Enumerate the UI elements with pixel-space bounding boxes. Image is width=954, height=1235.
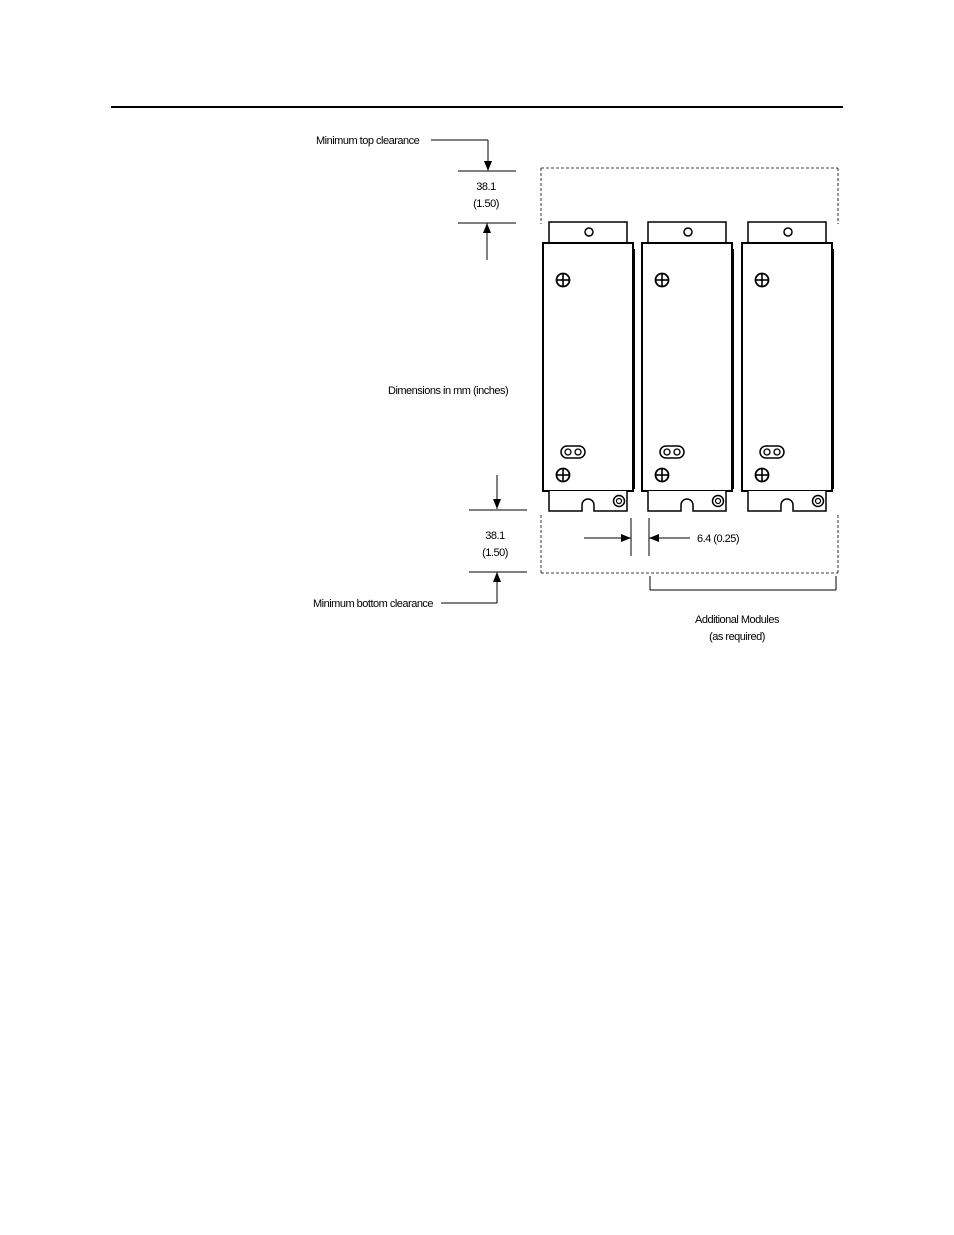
top-arrow-down-icon <box>484 161 492 171</box>
ground-screw-icon <box>813 496 824 507</box>
top-clearance-envelope <box>541 168 838 224</box>
top-arrow-up-icon <box>483 223 491 233</box>
double-slot-icon <box>760 446 784 458</box>
bottom-dim-in-label: (1.50) <box>482 547 508 559</box>
mounting-hole-icon <box>684 228 692 236</box>
double-slot-icon <box>660 446 684 458</box>
spacing-arrow-left-icon <box>649 534 659 542</box>
module-spacing-dimension <box>584 518 690 556</box>
spacing-dim-label: 6.4 (0.25) <box>697 533 739 545</box>
additional-modules-bracket <box>650 576 836 590</box>
bottom-clearance-dimension <box>441 475 527 603</box>
bottom-clearance-envelope <box>541 515 838 573</box>
screw-icon <box>656 469 669 482</box>
screw-icon <box>756 274 769 287</box>
top-dim-mm-label: 38.1 <box>476 181 496 193</box>
bottom-dim-mm-label: 38.1 <box>485 530 505 542</box>
mounting-hole-icon <box>585 228 593 236</box>
module-unit <box>543 222 635 511</box>
screw-icon <box>656 274 669 287</box>
ground-screw-icon <box>713 496 724 507</box>
screw-icon <box>557 274 570 287</box>
bottom-arrow-down-icon <box>493 499 501 509</box>
dimensions-note: Dimensions in mm (inches) <box>388 385 508 397</box>
ground-screw-icon <box>614 496 625 507</box>
additional-modules-note: (as required) <box>709 631 765 643</box>
mounting-hole-icon <box>784 228 792 236</box>
spacing-arrow-right-icon <box>621 534 631 542</box>
additional-module-unit <box>742 222 834 511</box>
modules-group <box>543 222 834 511</box>
top-dim-in-label: (1.50) <box>473 198 499 210</box>
double-slot-icon <box>561 446 585 458</box>
min-bottom-clearance-label: Minimum bottom clearance <box>313 598 433 610</box>
screw-icon <box>557 469 570 482</box>
additional-module-unit <box>642 222 734 511</box>
screw-icon <box>756 469 769 482</box>
min-top-clearance-label: Minimum top clearance <box>316 135 420 147</box>
additional-modules-label: Additional Modules <box>695 614 780 626</box>
bottom-arrow-up-icon <box>493 572 501 582</box>
